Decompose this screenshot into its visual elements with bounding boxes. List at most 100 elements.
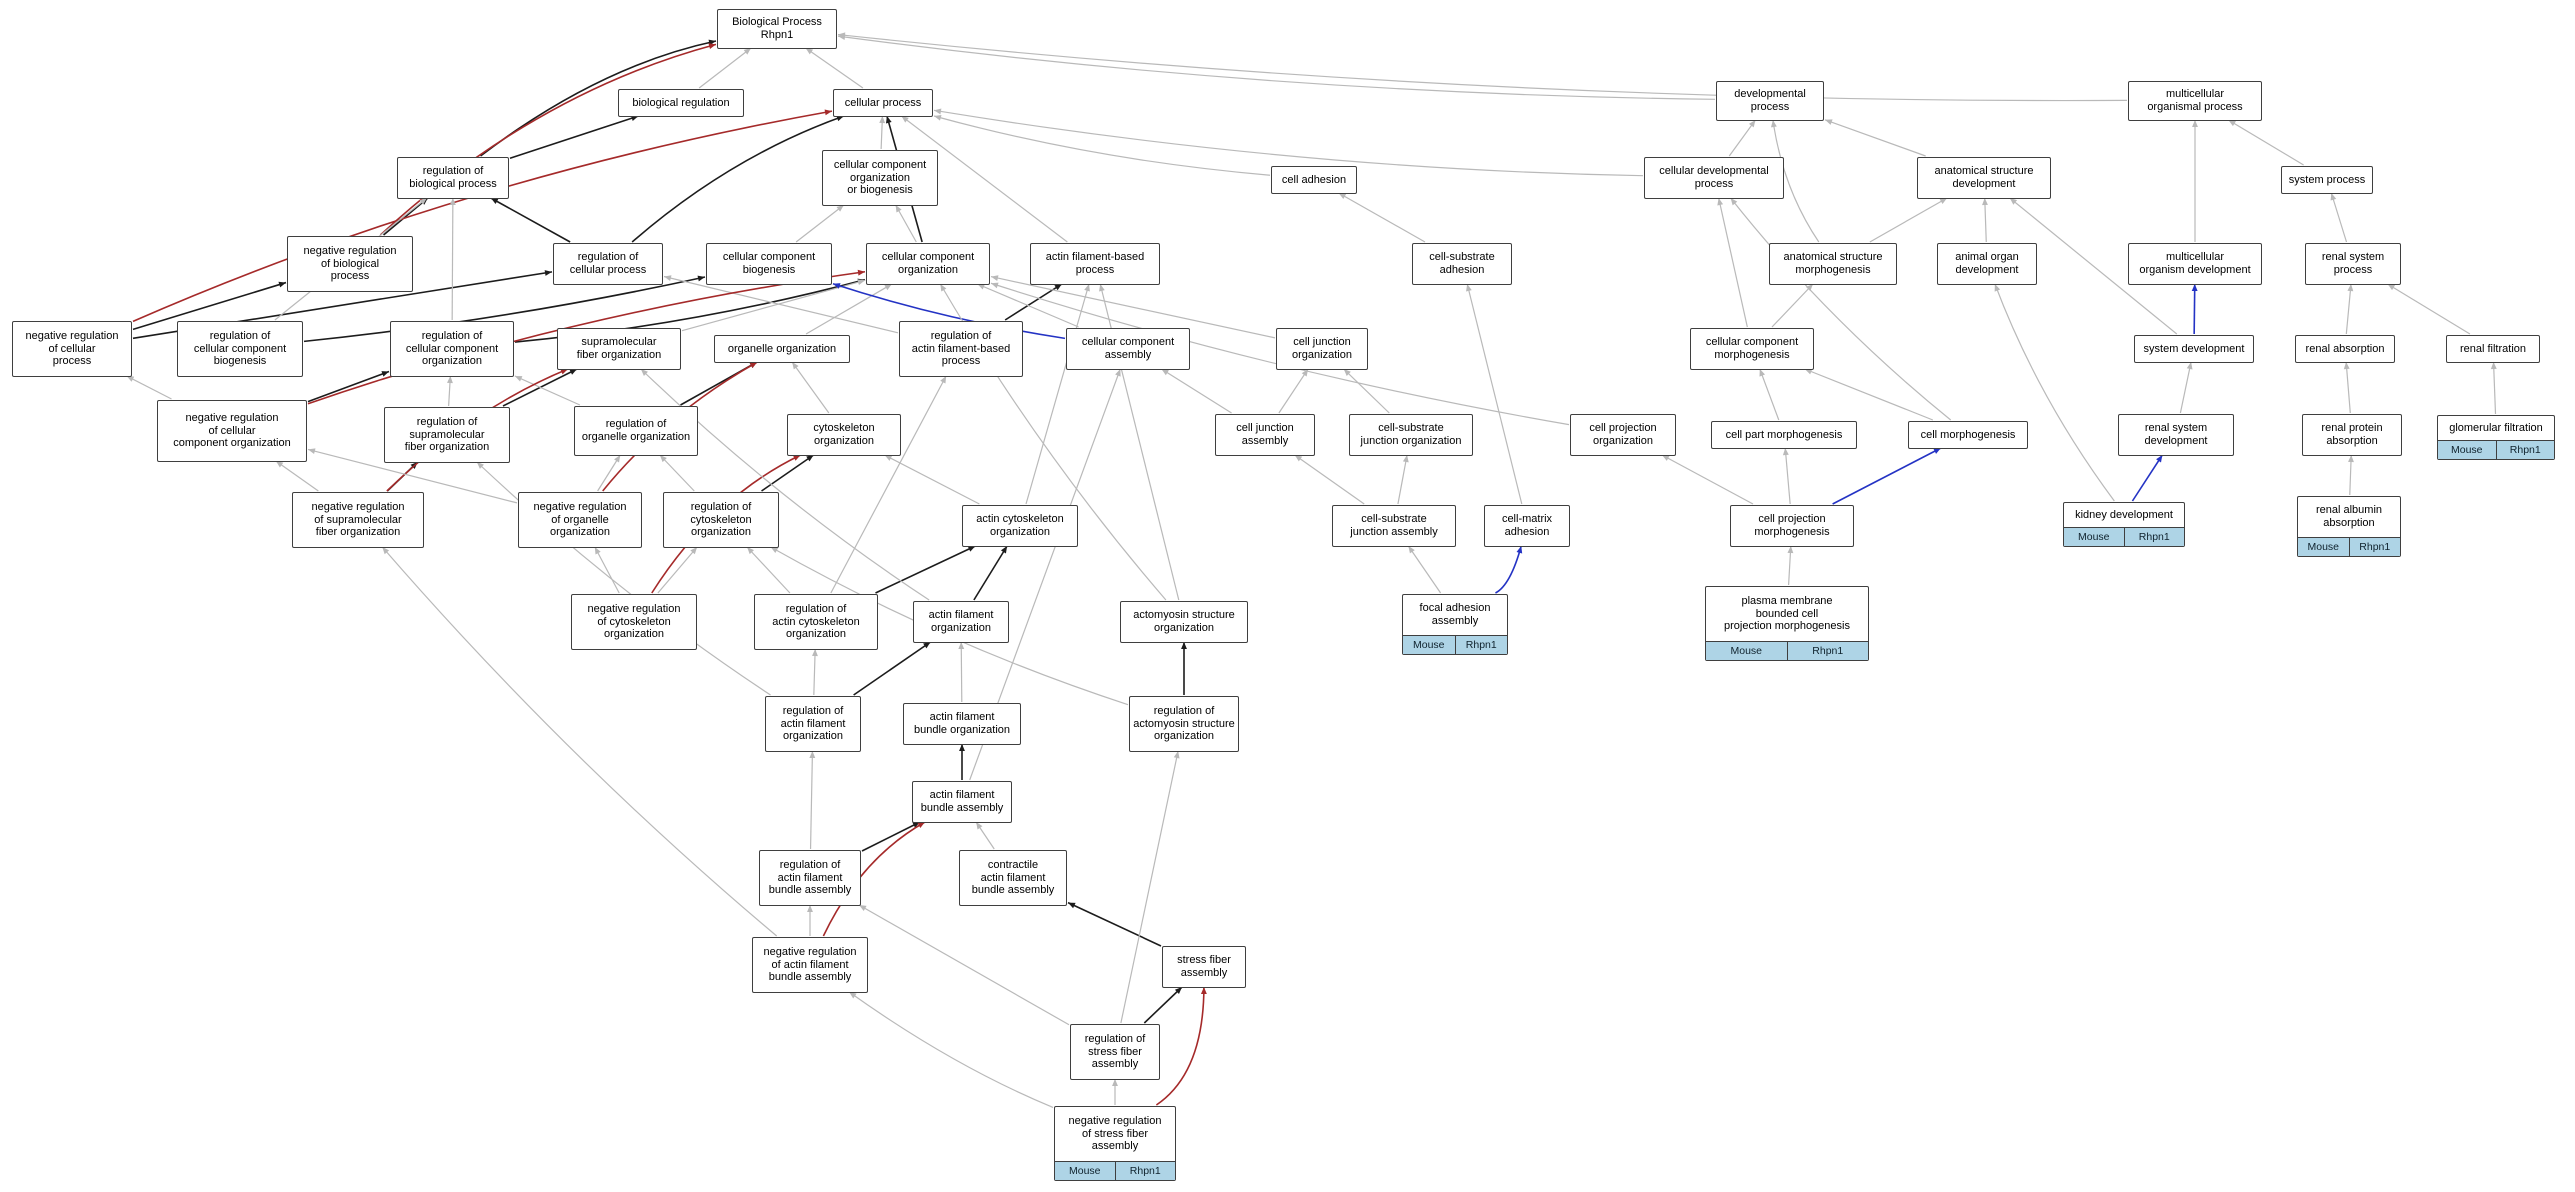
go-term-reg-actin-cytoskeleton-org[interactable]: regulation of actin cytoskeleton organiz… <box>754 594 878 650</box>
go-term-stress-fiber-assembly[interactable]: stress fiber assembly <box>1162 946 1246 988</box>
go-term-reg-afb-process[interactable]: regulation of actin filament-based proce… <box>899 321 1023 377</box>
edge-actin-filament-bundle-org--actin-filament-org <box>960 641 963 703</box>
go-term-reg-cc-biogenesis[interactable]: regulation of cellular component biogene… <box>177 321 303 377</box>
go-term-reg-biological-process[interactable]: regulation of biological process <box>397 157 509 199</box>
annotation-cell-mouse[interactable]: Mouse <box>2064 528 2124 546</box>
go-term-cell-part-morphogenesis[interactable]: cell part morphogenesis <box>1711 421 1857 449</box>
arrowhead-icon <box>1939 198 1948 205</box>
annotation-cell-mouse[interactable]: Mouse <box>2438 441 2496 459</box>
arrowhead-icon <box>1112 1079 1118 1086</box>
arrowhead-icon <box>838 32 846 39</box>
go-term-cell-morphogenesis[interactable]: cell morphogenesis <box>1908 421 2028 449</box>
go-term-pm-bounded-cell-projection-morphogenesis[interactable]: plasma membrane bounded cell projection … <box>1705 586 1869 661</box>
go-term-actin-cytoskeleton-org[interactable]: actin cytoskeleton organization <box>962 505 1078 547</box>
go-term-cell-matrix-adhesion[interactable]: cell-matrix adhesion <box>1484 505 1570 547</box>
go-term-supramolecular-fiber-org[interactable]: supramolecular fiber organization <box>557 328 681 370</box>
go-term-renal-system-dev[interactable]: renal system development <box>2118 414 2234 456</box>
go-term-actin-filament-based-process[interactable]: actin filament-based process <box>1030 243 1160 285</box>
annotation-cell-rhpn1[interactable]: Rhpn1 <box>1786 642 1868 660</box>
go-term-neg-reg-supramolecular-fiber-org[interactable]: negative regulation of supramolecular fi… <box>292 492 424 548</box>
go-term-reg-cytoskeleton-org[interactable]: regulation of cytoskeleton organization <box>663 492 779 548</box>
arrowhead-icon <box>2156 455 2163 463</box>
go-term-neg-reg-cytoskeleton-org[interactable]: negative regulation of cytoskeleton orga… <box>571 594 697 650</box>
go-term-reg-stress-fiber-assembly[interactable]: regulation of stress fiber assembly <box>1070 1024 1160 1080</box>
go-term-renal-filtration[interactable]: renal filtration <box>2446 335 2540 363</box>
annotation-cell-mouse[interactable]: Mouse <box>1706 642 1787 660</box>
annotation-cell-rhpn1[interactable]: Rhpn1 <box>2348 538 2400 556</box>
go-term-label: negative regulation of cytoskeleton orga… <box>587 602 681 641</box>
go-term-label: animal organ development <box>1955 251 2019 276</box>
go-term-animal-organ-dev[interactable]: animal organ development <box>1937 243 2037 285</box>
annotation-cell-rhpn1[interactable]: Rhpn1 <box>2123 528 2184 546</box>
go-term-cellular-dev-process[interactable]: cellular developmental process <box>1644 157 1784 199</box>
go-term-renal-protein-absorption[interactable]: renal protein absorption <box>2302 414 2402 456</box>
annotation-cell-mouse[interactable]: Mouse <box>2298 538 2349 556</box>
go-term-neg-reg-cc-org[interactable]: negative regulation of cellular componen… <box>157 400 307 462</box>
go-term-cytoskeleton-org[interactable]: cytoskeleton organization <box>787 414 901 456</box>
annotation-cell-rhpn1[interactable]: Rhpn1 <box>2495 441 2554 459</box>
go-term-cc-morphogenesis[interactable]: cellular component morphogenesis <box>1690 328 1814 370</box>
go-term-label: Biological Process Rhpn1 <box>732 16 822 41</box>
go-term-cell-junction-org[interactable]: cell junction organization <box>1276 328 1368 370</box>
go-term-actin-filament-bundle-assembly[interactable]: actin filament bundle assembly <box>912 781 1012 823</box>
go-term-cell-junction-assembly[interactable]: cell junction assembly <box>1215 414 1315 456</box>
go-term-contractile-afb-assembly[interactable]: contractile actin filament bundle assemb… <box>959 850 1067 906</box>
go-term-reg-cc-organization[interactable]: regulation of cellular component organiz… <box>390 321 514 377</box>
go-term-neg-reg-cellular-process[interactable]: negative regulation of cellular process <box>12 321 132 377</box>
annotation-cell-mouse[interactable]: Mouse <box>1403 636 1455 654</box>
go-term-cell-substrate-adhesion[interactable]: cell-substrate adhesion <box>1412 243 1512 285</box>
go-term-cellular-process[interactable]: cellular process <box>833 89 933 117</box>
go-term-anatomical-structure-dev[interactable]: anatomical structure development <box>1917 157 2051 199</box>
go-term-cell-projection-org[interactable]: cell projection organization <box>1570 414 1676 456</box>
edge-reg-organelle-org--reg-cc-organization <box>514 375 581 406</box>
go-term-neg-reg-stress-fiber-assembly[interactable]: negative regulation of stress fiber asse… <box>1054 1106 1176 1181</box>
arrowhead-icon <box>991 275 999 281</box>
annotation-cell-rhpn1[interactable]: Rhpn1 <box>1114 1162 1175 1180</box>
annotation-cell-mouse[interactable]: Mouse <box>1055 1162 1115 1180</box>
arrowhead-icon <box>859 905 867 912</box>
go-term-cell-projection-morphogenesis[interactable]: cell projection morphogenesis <box>1730 505 1854 547</box>
go-term-cs-junction-assembly[interactable]: cell-substrate junction assembly <box>1332 505 1456 547</box>
go-term-multicell-organismal-process[interactable]: multicellular organismal process <box>2128 81 2262 121</box>
edge-reg-stress-fiber-assembly--stress-fiber-assembly <box>1143 986 1183 1024</box>
go-term-system-process[interactable]: system process <box>2281 166 2373 194</box>
go-term-organelle-org[interactable]: organelle organization <box>714 335 850 363</box>
go-term-reg-actomyosin-structure-org[interactable]: regulation of actomyosin structure organ… <box>1129 696 1239 752</box>
go-term-cc-assembly[interactable]: cellular component assembly <box>1066 328 1190 370</box>
go-term-actin-filament-bundle-org[interactable]: actin filament bundle organization <box>903 703 1021 745</box>
go-term-multicell-organism-dev[interactable]: multicellular organism development <box>2128 243 2262 285</box>
go-term-actin-filament-org[interactable]: actin filament organization <box>913 601 1009 643</box>
go-term-root[interactable]: Biological Process Rhpn1 <box>717 9 837 49</box>
arrowhead-icon <box>770 547 779 553</box>
go-term-developmental-process[interactable]: developmental process <box>1716 81 1824 121</box>
go-term-reg-cellular-process[interactable]: regulation of cellular process <box>553 243 663 285</box>
edge-cell-morphogenesis--cc-morphogenesis <box>1804 368 1934 421</box>
go-term-biological-regulation[interactable]: biological regulation <box>618 89 744 117</box>
go-term-anatomical-structure-morphogenesis[interactable]: anatomical structure morphogenesis <box>1769 243 1897 285</box>
go-term-neg-reg-biological-process[interactable]: negative regulation of biological proces… <box>287 236 413 292</box>
arrowhead-icon <box>901 116 909 123</box>
go-term-actomyosin-structure-org[interactable]: actomyosin structure organization <box>1120 601 1248 643</box>
go-term-renal-absorption[interactable]: renal absorption <box>2295 335 2395 363</box>
go-term-cc-org-or-biogenesis[interactable]: cellular component organization or bioge… <box>822 150 938 206</box>
go-term-reg-supramolecular-fiber-org[interactable]: regulation of supramolecular fiber organ… <box>384 407 510 463</box>
go-term-cc-organization[interactable]: cellular component organization <box>866 243 990 285</box>
annotation-cell-rhpn1[interactable]: Rhpn1 <box>1454 636 1507 654</box>
go-term-cs-junction-org[interactable]: cell-substrate junction organization <box>1349 414 1473 456</box>
go-term-cell-adhesion[interactable]: cell adhesion <box>1271 166 1357 194</box>
edge-cell-substrate-adhesion--cell-adhesion <box>1338 192 1426 243</box>
arrowhead-icon <box>278 281 286 288</box>
go-term-neg-reg-afb-assembly[interactable]: negative regulation of actin filament bu… <box>752 937 868 993</box>
go-term-system-dev[interactable]: system development <box>2134 335 2254 363</box>
go-term-label: regulation of cytoskeleton organization <box>690 500 752 539</box>
go-term-reg-actin-filament-org[interactable]: regulation of actin filament organizatio… <box>765 696 861 752</box>
go-term-renal-system-process[interactable]: renal system process <box>2305 243 2401 285</box>
go-term-cc-biogenesis[interactable]: cellular component biogenesis <box>706 243 832 285</box>
go-term-reg-organelle-org[interactable]: regulation of organelle organization <box>574 406 698 456</box>
go-term-reg-afb-assembly[interactable]: regulation of actin filament bundle asse… <box>759 850 861 906</box>
go-term-neg-reg-organelle-org[interactable]: negative regulation of organelle organiz… <box>518 492 642 548</box>
